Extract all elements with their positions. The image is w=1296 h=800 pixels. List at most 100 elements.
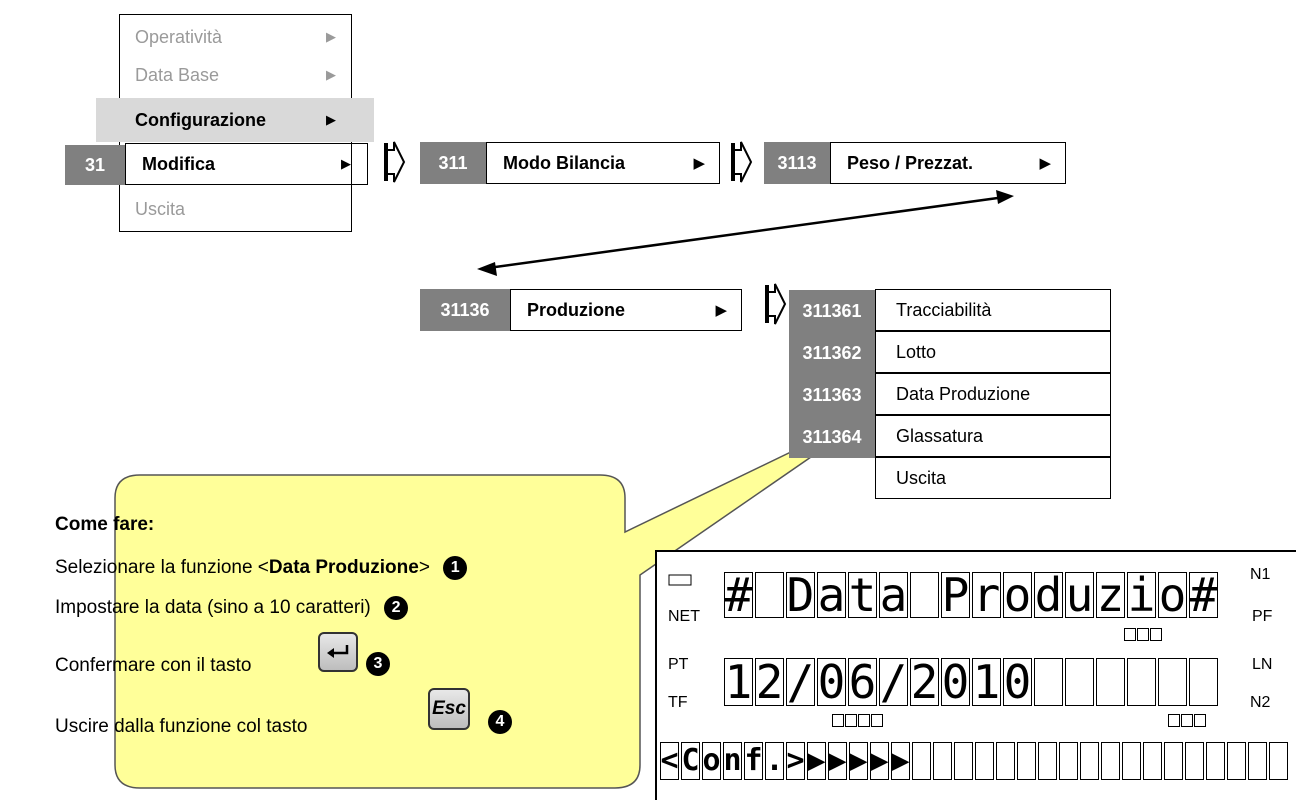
esc-key-label: Esc [432,698,466,719]
lcd-char-cell: a [879,572,908,618]
lcd-char-cell: ▶ [870,742,889,780]
lcd-char-cell: P [941,572,970,618]
lcd-char-cell [933,742,952,780]
lcd-char-cell: < [660,742,679,780]
menu-item-operativita[interactable]: Operatività ▶ [119,20,352,54]
lcd-char-cell [975,742,994,780]
submenu-code: 311362 [789,332,875,374]
lcd-label-net: NET [668,608,700,625]
submenu-item-glassatura[interactable]: Glassatura [875,415,1111,457]
menu-item-label: Modo Bilancia [503,152,626,173]
triangle-right-icon: ▶ [326,29,336,44]
lcd-char-cell: f [744,742,763,780]
triangle-right-icon: ▶ [326,112,336,127]
step-number-4: 4 [488,710,512,734]
menu-item-uscita[interactable]: Uscita [119,192,352,226]
lcd-char-cell [1080,742,1099,780]
lcd-char-cell: 2 [755,658,784,706]
lcd-char-cell: ▶ [807,742,826,780]
submenu-code: 311361 [789,290,875,332]
lcd-char-cell [1164,742,1183,780]
lcd-char-cell: / [786,658,815,706]
lcd-char-cell [1017,742,1036,780]
lcd-char-cell: d [1034,572,1063,618]
callout-step-4: Uscire dalla funzione col tasto [55,716,307,738]
step-text: Confermare con il tasto [55,655,252,676]
submenu-item-uscita[interactable]: Uscita [875,457,1111,499]
submenu-item-lotto[interactable]: Lotto [875,331,1111,373]
double-arrow-icon [477,190,1014,276]
lcd-label-pt: PT [668,656,689,673]
step-highlight: Data Produzione [268,557,419,579]
lcd-char-cell [755,572,784,618]
lcd-char-cell: ▶ [891,742,910,780]
lcd-char-cell: . [765,742,784,780]
hollow-arrow-icon [731,141,753,183]
lcd-char-cell [1185,742,1204,780]
menu-item-modo-bilancia[interactable]: Modo Bilancia ▶ [486,142,720,184]
lcd-char-cell [1227,742,1246,780]
menu-item-produzione[interactable]: Produzione ▶ [510,289,742,331]
lcd-indicator [832,714,884,727]
lcd-char-cell [1065,658,1094,706]
lcd-indicator [1168,714,1207,727]
lcd-label-tf: TF [668,694,688,711]
hollow-arrow-icon [765,283,787,325]
lcd-char-cell: a [817,572,846,618]
lcd-char-cell: / [879,658,908,706]
esc-key[interactable]: Esc [428,688,470,730]
callout-step-1: Selezionare la funzione <Data Produzione… [55,556,468,580]
lcd-char-cell: # [1189,572,1218,618]
lcd-char-cell: t [848,572,877,618]
lcd-char-cell: ▶ [849,742,868,780]
lcd-char-cell [1059,742,1078,780]
lcd-char-cell: > [786,742,805,780]
lcd-label-n2: N2 [1250,694,1271,711]
lcd-char-cell [996,742,1015,780]
triangle-right-icon: ▶ [693,155,705,172]
lcd-char-cell: r [972,572,1001,618]
lcd-char-cell: u [1065,572,1094,618]
lcd-indicator [1124,628,1163,641]
lcd-label-ln: LN [1252,656,1273,673]
step-text: Selezionare la funzione < [55,557,269,579]
lcd-char-cell: _ [1034,658,1063,706]
lcd-char-cell [1248,742,1267,780]
enter-key[interactable] [318,632,358,672]
menu-item-label: Data Base [135,64,220,85]
menu-item-modifica[interactable]: Modifica ▶ [125,143,368,185]
callout-bubble [114,407,883,789]
lcd-char-cell: n [723,742,742,780]
menu-item-configurazione[interactable]: Configurazione ▶ [96,98,374,142]
lcd-char-cell: 6 [848,658,877,706]
lcd-char-cell [1038,742,1057,780]
submenu-item-data-produzione[interactable]: Data Produzione [875,373,1111,415]
menu-item-label: Uscita [135,198,186,219]
step-text: > [418,557,430,579]
lcd-char-cell: z [1096,572,1125,618]
lcd-char-cell: o [702,742,721,780]
lcd-char-cell [910,572,939,618]
callout-step-3: Confermare con il tasto [55,655,251,677]
lcd-char-cell: D [786,572,815,618]
triangle-right-icon: ▶ [341,156,351,171]
callout-step-2: Impostare la data (sino a 10 caratteri) … [55,596,409,620]
lcd-char-cell: 2 [910,658,939,706]
menu-item-label: Peso / Prezzat. [847,152,974,173]
menu-code-3113: 3113 [764,142,830,184]
lcd-char-cell: 1 [972,658,1001,706]
submenu-code: 311363 [789,374,875,416]
submenu-item-tracciabilita[interactable]: Tracciabilità [875,289,1111,331]
menu-item-peso-prezzat[interactable]: Peso / Prezzat. ▶ [830,142,1066,184]
lcd-char-cell [1158,658,1187,706]
lcd-char-cell: o [1158,572,1187,618]
menu-item-label: Produzione [527,299,625,320]
step-text: Impostare la data (sino a 10 caratteri) [55,597,371,619]
menu-item-data-base[interactable]: Data Base ▶ [119,58,352,92]
lcd-label-pf: PF [1252,608,1273,625]
menu-code-311: 311 [420,142,486,184]
